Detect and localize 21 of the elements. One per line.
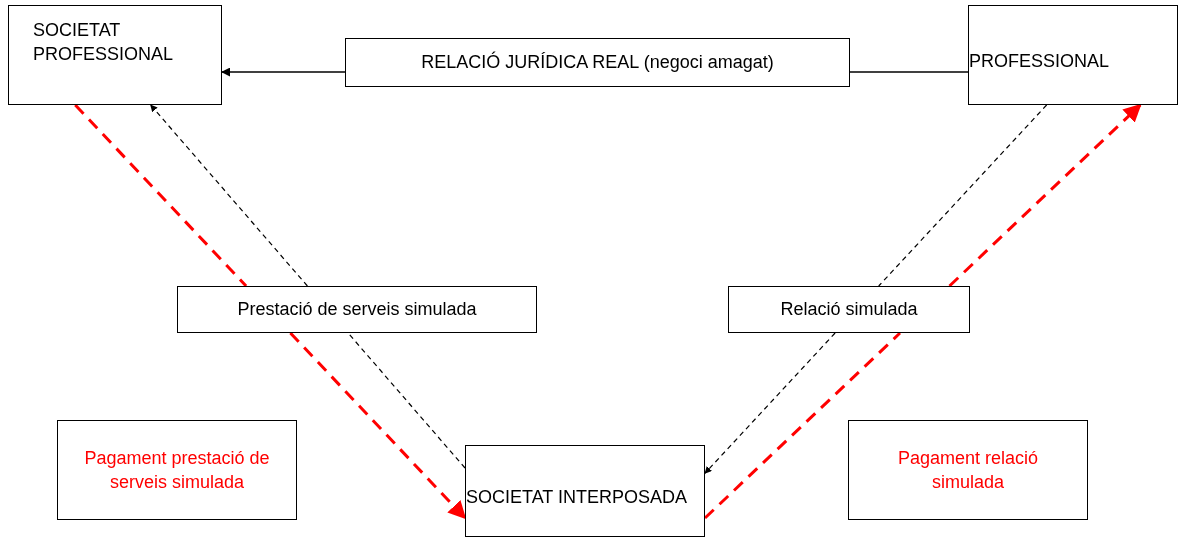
text-box: [465, 445, 705, 537]
box-label: Prestació de serveis simulada: [237, 298, 477, 322]
text-box: [177, 286, 537, 333]
arrow: [289, 331, 467, 520]
box-label: SOCIETAT PROFESSIONAL: [33, 19, 175, 67]
arrow: [221, 67, 346, 77]
box-label: Pagament relació simulada: [896, 446, 1040, 494]
text-box: [8, 5, 222, 105]
box-label: RELACIÓ JURÍDICA REAL (negoci amagat): [421, 50, 774, 75]
arrow: [704, 332, 836, 474]
box-label: Pagament prestació de serveis simulada: [83, 446, 271, 494]
text-box: [57, 420, 297, 520]
box-label: Relació simulada: [780, 298, 918, 322]
box-label: SOCIETAT INTERPOSADA: [466, 485, 688, 509]
text-box: [848, 420, 1088, 520]
text-box: [968, 5, 1178, 105]
text-box: [345, 38, 850, 87]
arrow: [948, 103, 1142, 288]
box-label: PROFESSIONAL: [969, 49, 1110, 73]
text-box: [728, 286, 970, 333]
arrow: [150, 104, 308, 287]
